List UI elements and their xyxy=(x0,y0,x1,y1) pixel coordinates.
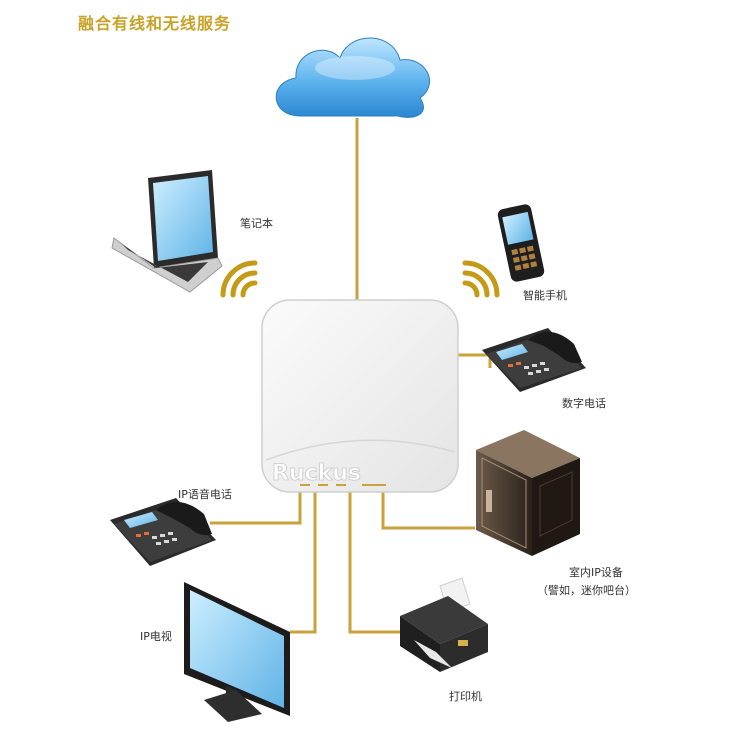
laptop-icon xyxy=(111,170,223,293)
label-digital-phone: 数字电话 xyxy=(562,397,606,410)
ip-tv-icon xyxy=(184,582,290,722)
ip-voice-phone-icon xyxy=(110,498,216,566)
label-printer: 打印机 xyxy=(449,690,482,703)
wire-ip-voice-phone xyxy=(210,490,302,525)
wifi-signal-left-icon xyxy=(220,260,258,298)
wire-indoor-ip-device xyxy=(381,490,475,530)
label-ip-voice-phone: IP语音电话 xyxy=(178,488,232,501)
wire-printer xyxy=(348,490,400,634)
access-point: Ruckus xyxy=(261,299,459,493)
label-indoor-ip-device: 室内IP设备 xyxy=(569,566,623,579)
wired-connections xyxy=(210,118,492,634)
diagram-title: 融合有线和无线服务 xyxy=(78,14,232,33)
wire-ip-tv xyxy=(290,490,317,634)
digital-phone-icon xyxy=(482,328,586,392)
label-indoor-ip-device-note: （譬如，迷你吧台） xyxy=(537,584,636,597)
smartphone-icon xyxy=(497,204,545,282)
cloud-icon xyxy=(275,37,430,118)
wire-digital-phone xyxy=(458,353,492,368)
printer-icon xyxy=(400,577,488,672)
label-ip-tv: IP电视 xyxy=(140,630,172,643)
label-smartphone: 智能手机 xyxy=(523,289,567,302)
indoor-ip-device-icon xyxy=(476,430,580,556)
access-point-brand: Ruckus xyxy=(272,461,361,486)
wifi-signal-right-icon xyxy=(462,260,500,298)
label-laptop: 笔记本 xyxy=(240,217,273,230)
